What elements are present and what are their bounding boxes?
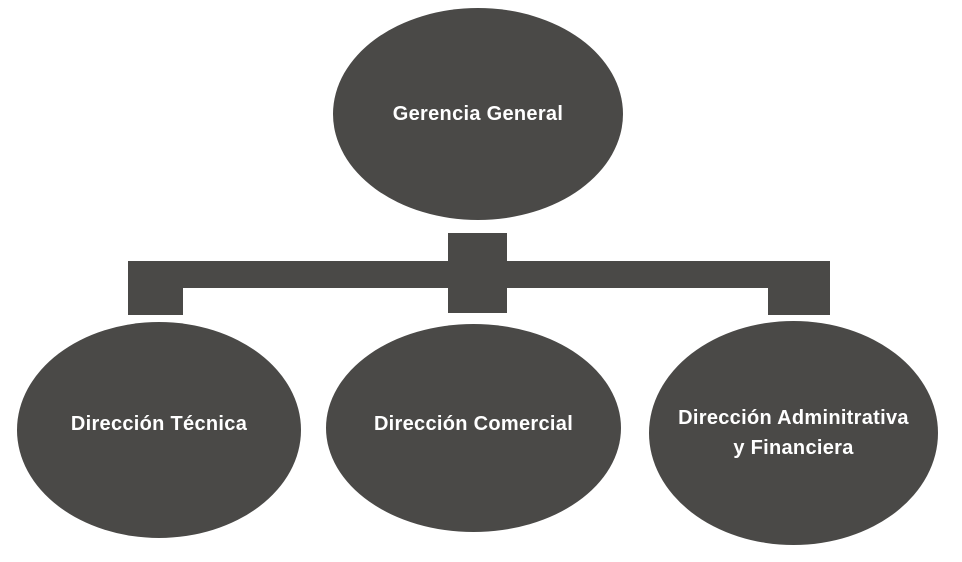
org-node-gerencia-general: Gerencia General xyxy=(333,8,623,220)
org-node-direccion-comercial: Dirección Comercial xyxy=(326,324,621,532)
org-node-direccion-administrativa-financiera-label-line1: Dirección Adminitrativa xyxy=(678,407,909,429)
connector-left-stem xyxy=(128,261,183,315)
org-node-gerencia-general-label: Gerencia General xyxy=(392,103,564,125)
connector-right-stem xyxy=(768,261,830,315)
org-node-direccion-tecnica: Dirección Técnica xyxy=(17,322,301,538)
org-node-direccion-administrativa-financiera-label: Dirección Adminitrativa y Financiera xyxy=(664,403,923,463)
org-node-direccion-comercial-label: Dirección Comercial xyxy=(373,413,574,435)
org-node-direccion-administrativa-financiera-label-line2: y Financiera xyxy=(733,437,854,459)
org-node-direccion-tecnica-label: Dirección Técnica xyxy=(70,413,248,435)
org-node-direccion-administrativa-financiera: Dirección Adminitrativa y Financiera xyxy=(649,321,938,545)
connector-horizontal-bar xyxy=(128,261,830,288)
